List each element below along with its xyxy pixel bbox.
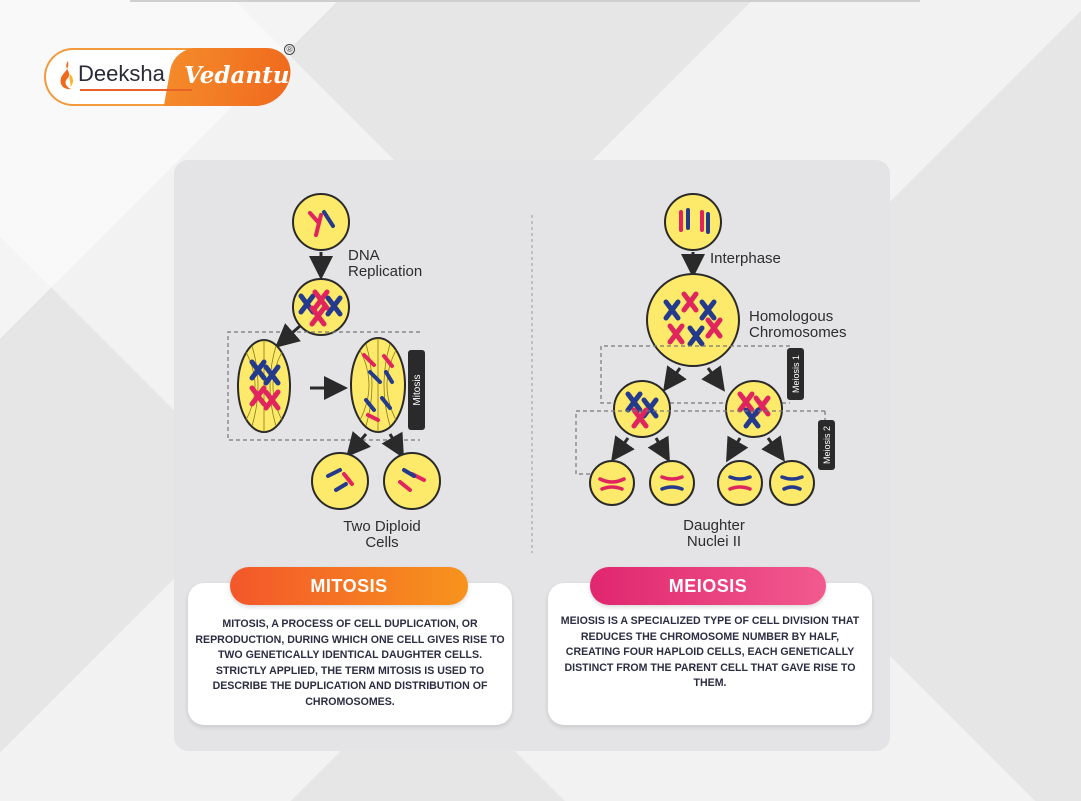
deeksha-vedantu-logo[interactable]: Deeksha Vedantu ® xyxy=(44,44,296,106)
arrow-meiosis2-2 xyxy=(647,435,670,463)
meiosis-2-bracket xyxy=(575,410,825,475)
registered-mark: ® xyxy=(284,44,295,55)
arrow-to-metaphase xyxy=(274,323,301,348)
flame-icon xyxy=(60,61,73,90)
mitosis-metaphase-cell xyxy=(237,339,291,433)
mitosis-bracket xyxy=(227,331,420,441)
arrow-meiosis2-4 xyxy=(761,435,785,462)
arrow-meiosis1-left xyxy=(663,365,687,392)
homologous-chromosomes-label: Homologous Chromosomes xyxy=(749,308,847,341)
dna-replication-label: DNA Replication xyxy=(348,247,423,280)
mitosis-daughter-cell-1 xyxy=(311,452,369,510)
meiosis-2-side-label: Meiosis 2 xyxy=(822,426,832,464)
mitosis-parent-cell xyxy=(292,193,350,251)
meiosis-1-side-label: Meiosis 1 xyxy=(791,355,801,393)
top-divider-line xyxy=(130,0,920,2)
meiosis-2-side-tag xyxy=(818,420,835,470)
meiosis-title-pill: MEIOSIS xyxy=(590,567,826,605)
two-diploid-cells-label: Two Diploid Cells xyxy=(343,518,421,551)
arrow-meiosis1-right xyxy=(701,365,725,392)
mitosis-replicated-cell xyxy=(292,278,350,336)
haploid-cell-3 xyxy=(717,460,763,506)
mitosis-title-pill: MITOSIS xyxy=(230,567,468,605)
meiosis-1-side-tag xyxy=(787,348,804,400)
meiosis-description-box: MEIOSIS IS A SPECIALIZED TYPE OF CELL DI… xyxy=(548,583,872,725)
mitosis-side-label: Mitosis xyxy=(412,374,423,405)
meiosis-diagram xyxy=(575,193,835,506)
haploid-cell-1 xyxy=(589,460,635,506)
mitosis-description-text: MITOSIS, A PROCESS OF CELL DUPLICATION, … xyxy=(195,618,505,708)
logo-underline xyxy=(80,89,192,91)
interphase-label: Interphase xyxy=(710,250,781,267)
daughter-nuclei-label: Daughter Nuclei II xyxy=(683,517,745,550)
mitosis-description-box: MITOSIS, A PROCESS OF CELL DUPLICATION, … xyxy=(188,583,512,725)
haploid-cell-4 xyxy=(769,460,815,506)
meiosis-description-text: MEIOSIS IS A SPECIALIZED TYPE OF CELL DI… xyxy=(560,615,860,689)
meiosis-parent-cell xyxy=(664,193,722,251)
mitosis-side-tag xyxy=(408,350,425,430)
mitosis-anaphase-cell xyxy=(350,337,406,433)
meiosis-homologous-cell xyxy=(646,273,740,367)
arrow-meiosis2-1 xyxy=(611,435,635,462)
mitosis-diagram xyxy=(227,193,441,510)
meiosis-1-cell-left xyxy=(613,380,671,438)
logo-vedantu-text: Vedantu xyxy=(184,62,290,89)
meiosis-1-bracket xyxy=(600,345,790,404)
arrow-to-daughter-1 xyxy=(346,431,371,458)
haploid-cell-2 xyxy=(649,460,695,506)
logo-deeksha-text: Deeksha xyxy=(78,61,165,86)
mitosis-daughter-cell-2 xyxy=(383,452,441,510)
meiosis-1-cell-right xyxy=(725,380,783,438)
arrow-to-daughter-2 xyxy=(381,431,404,459)
arrow-meiosis2-3 xyxy=(726,435,749,463)
